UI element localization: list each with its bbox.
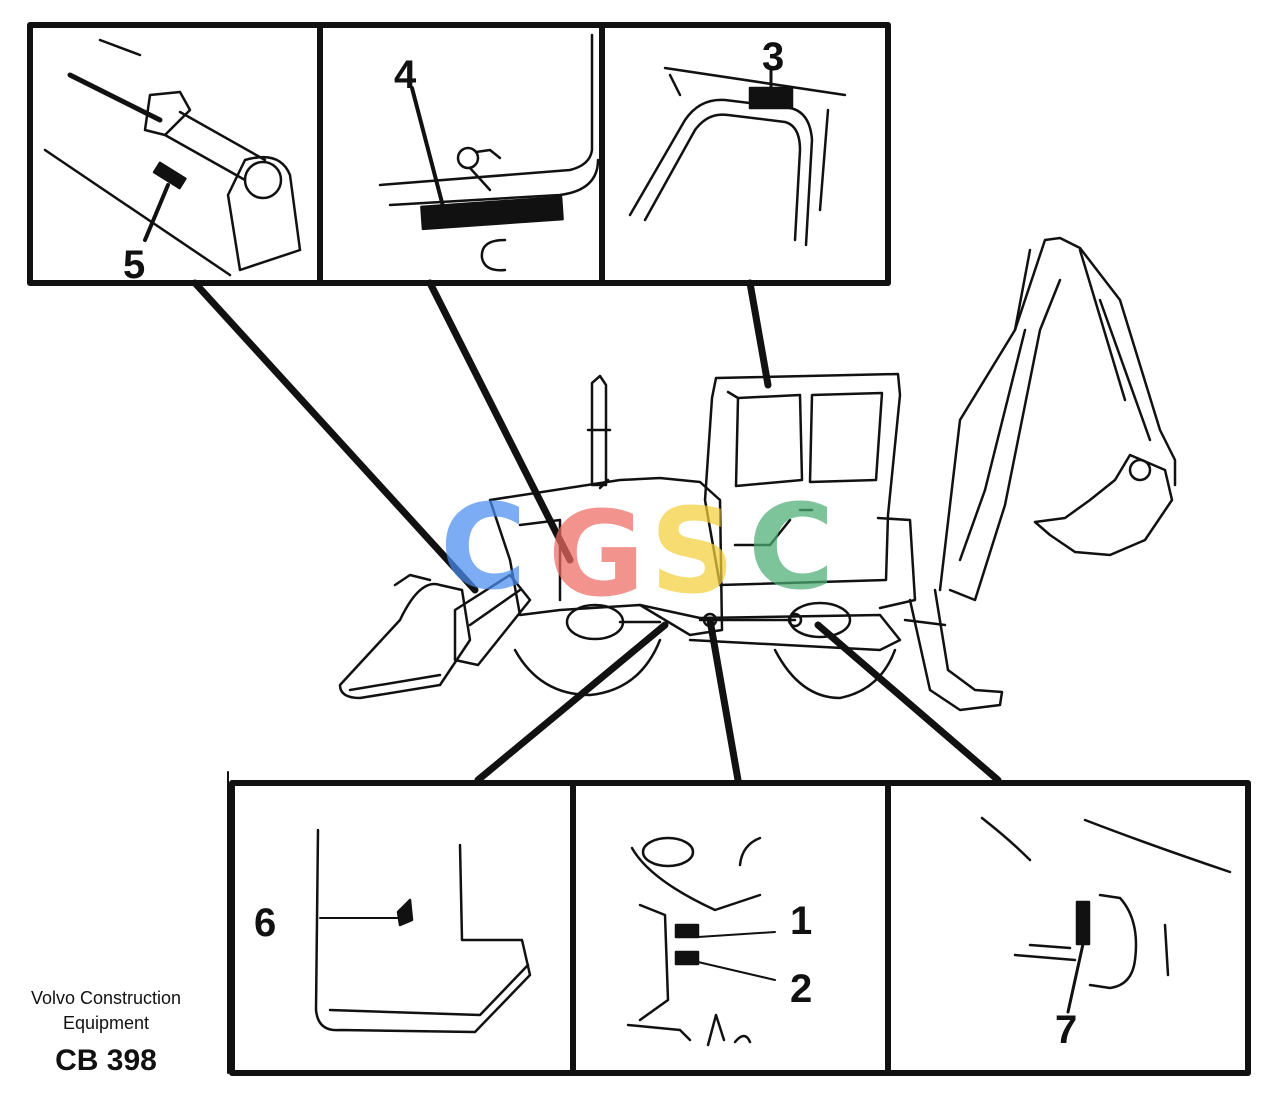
diagram-code: CB 398 <box>55 1044 157 1077</box>
manufacturer-line-2: Equipment <box>62 1013 150 1033</box>
front-wheel <box>513 638 662 697</box>
callout-2: 2 <box>790 967 812 1011</box>
detail-panel-5 <box>43 38 302 277</box>
watermark-letter-4: C <box>748 478 835 616</box>
detail-panel-6 <box>314 828 532 1034</box>
callout-7: 7 <box>1055 1008 1077 1052</box>
bottom-detail-panels <box>227 771 1251 1076</box>
detail-panel-3 <box>628 66 847 247</box>
detail-panel-7 <box>980 816 1232 1014</box>
decal-1 <box>674 923 700 939</box>
decal-4 <box>420 195 564 231</box>
callout-5: 5 <box>123 243 145 287</box>
decal-2 <box>674 950 700 966</box>
callout-3: 3 <box>762 35 784 79</box>
callout-6: 6 <box>254 901 276 945</box>
top-detail-panels <box>27 22 891 286</box>
watermark: C G S C <box>440 478 835 623</box>
watermark-letter-3: S <box>650 482 735 620</box>
watermark-letter-1: C <box>440 478 527 616</box>
backhoe-loader-drawing <box>338 236 1177 712</box>
callout-1: 1 <box>790 899 812 943</box>
leader-lines <box>191 279 1002 784</box>
detail-panel-4 <box>378 33 600 272</box>
watermark-letter-2: G <box>548 485 645 623</box>
detail-panel-1-2 <box>626 836 776 1047</box>
decal-7 <box>1075 900 1091 946</box>
decal-3 <box>748 86 794 110</box>
callout-4: 4 <box>394 53 417 97</box>
rear-wheel <box>773 648 897 700</box>
manufacturer-line-1: Volvo Construction <box>30 988 182 1008</box>
decal-5 <box>152 161 187 190</box>
decal-6 <box>396 898 414 927</box>
caption-block: Volvo Construction Equipment CB 398 <box>6 986 206 1080</box>
